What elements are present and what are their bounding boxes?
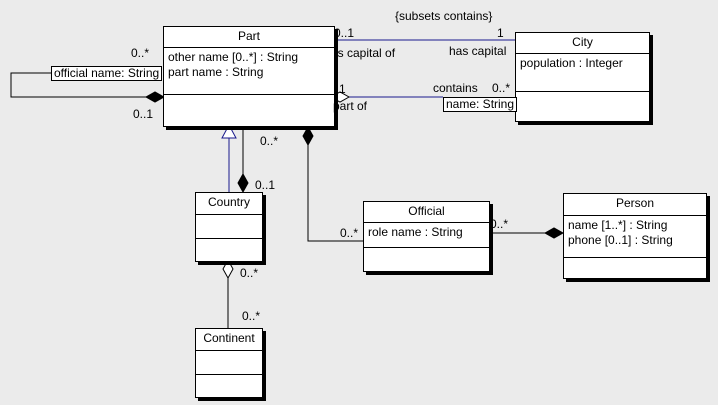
country-composition-diamond: [237, 172, 249, 194]
role-label-is-capital-of: is capital of: [335, 46, 396, 60]
multiplicity-label: 0..*: [242, 309, 261, 323]
multiplicity-label: 0..*: [240, 266, 259, 280]
attribute: name [1..*] : String: [568, 218, 668, 232]
class-city-attributes: population : Integer: [516, 54, 649, 92]
continent-aggregation-diamond: [222, 258, 234, 280]
class-official[interactable]: Official role name : String: [363, 201, 490, 272]
multiplicity-label: 0..1: [334, 26, 355, 40]
attribute: other name [0..*] : String: [168, 50, 299, 64]
class-part[interactable]: Part other name [0..*] : String part nam…: [163, 26, 335, 127]
role-label-has-capital: has capital: [449, 44, 507, 58]
contains-aggregation-diamond: [329, 91, 351, 103]
multiplicity-label: 1: [497, 26, 504, 40]
class-official-attributes: role name : String: [364, 223, 489, 248]
constraint-label: {subsets contains}: [395, 9, 493, 23]
class-person-name: Person: [564, 194, 706, 216]
class-city[interactable]: City population : Integer: [515, 32, 650, 122]
class-part-name: Part: [164, 27, 334, 48]
class-country-name: Country: [196, 193, 262, 215]
self-association-line: [10, 72, 146, 98]
class-part-attributes: other name [0..*] : String part name : S…: [164, 48, 334, 95]
attribute: population : Integer: [520, 56, 623, 70]
class-country-attributes: [196, 215, 262, 239]
multiplicity-label: 0..1: [255, 178, 276, 192]
multiplicity-label: 0..*: [490, 217, 509, 231]
class-continent[interactable]: Continent: [195, 328, 263, 398]
qualifier-official-name: official name: String: [51, 66, 163, 81]
qualifier-name: name: String: [443, 97, 518, 112]
official-composition-diamond: [302, 125, 314, 147]
multiplicity-label: 0..1: [133, 107, 154, 121]
class-continent-attributes: [196, 351, 262, 375]
class-official-name: Official: [364, 202, 489, 223]
class-city-name: City: [516, 33, 649, 54]
role-label-part-of: part of: [333, 99, 368, 113]
multiplicity-label: 1: [339, 82, 346, 96]
self-composition-diamond: [144, 91, 166, 103]
person-composition-diamond: [543, 227, 565, 239]
class-continent-name: Continent: [196, 329, 262, 351]
multiplicity-label: 0..*: [131, 46, 150, 60]
class-person[interactable]: Person name [1..*] : String phone [0..1]…: [563, 193, 707, 279]
role-label-contains: contains: [433, 81, 478, 95]
multiplicity-label: 0..*: [260, 134, 279, 148]
multiplicity-label: 0..*: [492, 81, 511, 95]
attribute: phone [0..1] : String: [568, 233, 673, 247]
class-person-attributes: name [1..*] : String phone [0..1] : Stri…: [564, 216, 706, 258]
generalization-arrowhead: [221, 123, 237, 139]
attribute: part name : String: [168, 65, 264, 79]
multiplicity-label: 0..*: [340, 226, 359, 240]
part-official-line: [307, 145, 363, 242]
class-country[interactable]: Country: [195, 192, 263, 262]
attribute: role name : String: [368, 225, 463, 239]
